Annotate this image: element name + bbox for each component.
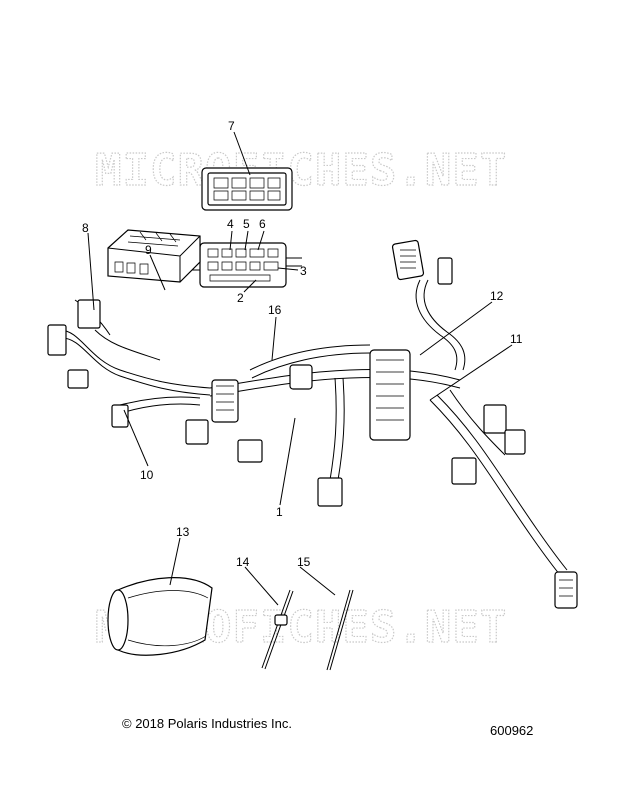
- callout-3: 3: [300, 264, 307, 278]
- callout-13: 13: [176, 525, 190, 539]
- callout-10: 10: [140, 468, 154, 482]
- callout-15: 15: [297, 555, 311, 569]
- callout-9: 9: [145, 243, 152, 257]
- cable-ties: [261, 589, 354, 671]
- loom-sleeve: [107, 577, 213, 656]
- fuse-box-cover: [201, 167, 293, 211]
- ecu-module: [107, 229, 201, 283]
- copyright-notice: © 2018 Polaris Industries Inc.: [122, 716, 292, 731]
- leader-lines: [87, 131, 513, 606]
- callout-8: 8: [82, 221, 89, 235]
- callout-14: 14: [236, 555, 250, 569]
- watermark-top: MICROFICHES.NET: [95, 145, 507, 196]
- callout-11: 11: [510, 332, 523, 346]
- callout-4: 4: [227, 217, 234, 231]
- callout-7: 7: [228, 119, 235, 133]
- main-harness: [59, 279, 568, 576]
- callout-2: 2: [237, 291, 244, 305]
- callout-1: 1: [276, 505, 283, 519]
- callout-5: 5: [243, 217, 250, 231]
- connectors: [47, 239, 578, 609]
- callout-16: 16: [268, 303, 282, 317]
- figure-number: 600962: [490, 723, 534, 738]
- callout-12: 12: [490, 289, 504, 303]
- callout-6: 6: [259, 217, 266, 231]
